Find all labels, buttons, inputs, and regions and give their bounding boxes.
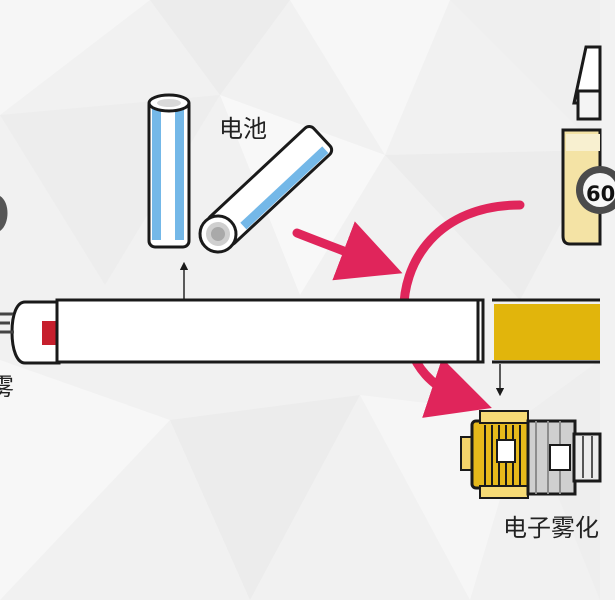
atomizer-window-right	[549, 444, 571, 471]
bottle-label-inner	[583, 173, 615, 207]
bottle-cap	[576, 89, 602, 121]
left-edge-circle-fragment	[0, 196, 8, 231]
upright-battery-blue-shade	[152, 108, 161, 240]
background-facet	[290, 0, 450, 155]
battery-to-body-pink-arrow	[292, 221, 403, 281]
upright-battery-top-hole	[157, 99, 181, 107]
ecig-body	[10, 298, 600, 365]
background-facet	[0, 0, 150, 115]
atomizer-window	[496, 439, 516, 463]
background-facet	[150, 0, 290, 95]
atomizer-bottom-ring	[479, 485, 529, 499]
bottle-number-label: 60	[586, 182, 615, 206]
atomizer-end-lines	[582, 436, 593, 478]
ecig-mouth-cap	[10, 300, 61, 365]
tilted-battery	[198, 124, 334, 254]
bottle-shoulder-shadow	[566, 134, 600, 151]
background-facet	[385, 150, 600, 300]
ecig-cartridge-gold	[494, 304, 600, 360]
upright-battery	[147, 93, 191, 249]
atomizer-top-ring	[479, 410, 529, 424]
tilted-battery-blue-shade	[240, 146, 329, 230]
ecig-red-tip	[42, 321, 59, 345]
background-facet	[220, 95, 385, 295]
left-smoke-lines	[0, 312, 14, 334]
background-facet	[0, 360, 170, 600]
battery-label: 电池	[219, 115, 267, 143]
atomizer-label: 电子雾化	[503, 514, 599, 542]
background-facet	[170, 395, 360, 600]
atomizer-illustration	[460, 410, 602, 499]
left-fog-label: 雾	[0, 373, 14, 401]
upright-battery-side-shade	[175, 108, 184, 240]
tilted-battery-end-inner	[211, 227, 225, 241]
eliquid-bottle	[561, 45, 615, 246]
atomizer-end	[572, 432, 602, 483]
background-facet	[450, 0, 600, 150]
ecig-main-tube	[55, 298, 485, 364]
battery-illustration	[147, 93, 334, 254]
